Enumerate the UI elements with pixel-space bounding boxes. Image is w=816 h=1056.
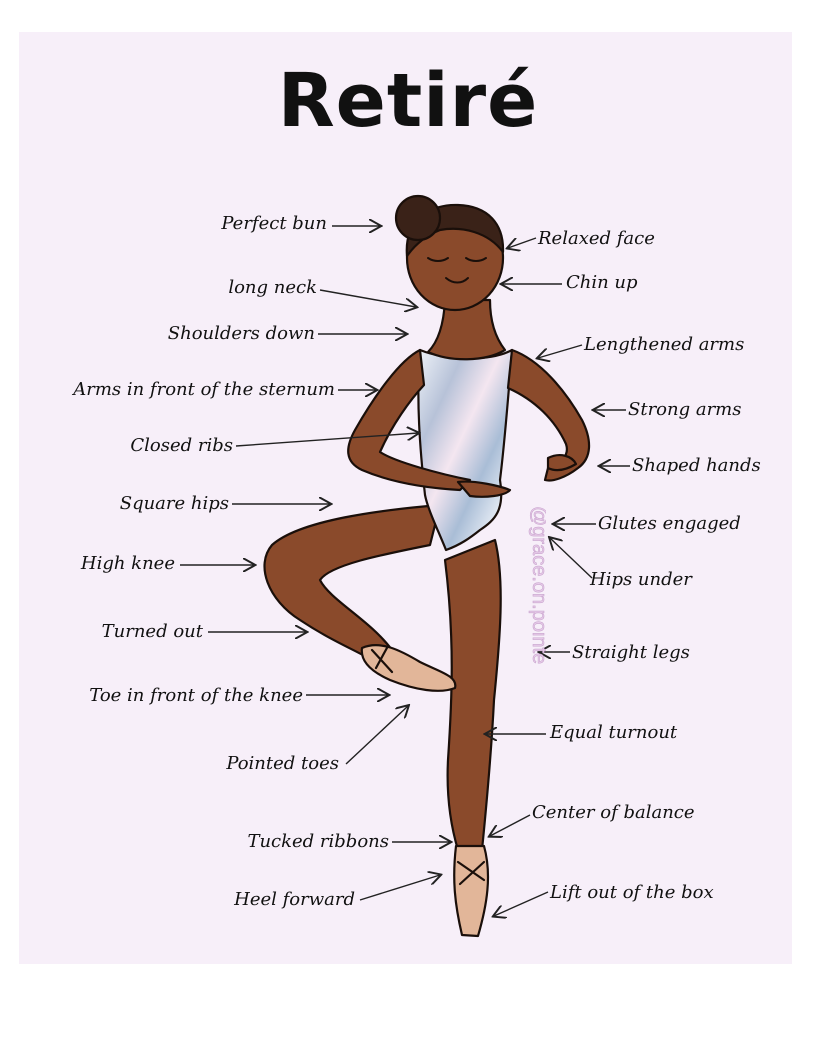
svg-text:@grace.on.pointe: @grace.on.pointe — [528, 506, 546, 664]
neck — [426, 298, 507, 361]
watermark: @grace.on.pointe — [528, 506, 546, 664]
bun — [394, 194, 442, 242]
page-title: Retiré — [277, 58, 539, 144]
label-square-hips: Square hips — [119, 493, 229, 514]
label-toe-front: Toe in front of the knee — [89, 685, 303, 706]
label-relaxed-face: Relaxed face — [538, 228, 655, 249]
label-turned-out: Turned out — [101, 621, 203, 642]
working-leg — [263, 503, 442, 662]
label-high-knee: High knee — [80, 553, 175, 574]
label-equal-turnout: Equal turnout — [550, 722, 678, 743]
pointe-shoe-standing — [453, 844, 490, 938]
label-pointed-toes: Pointed toes — [226, 753, 339, 774]
label-glutes-engaged: Glutes engaged — [598, 513, 741, 534]
label-long-neck: long neck — [228, 277, 317, 298]
label-heel-forward: Heel forward — [234, 889, 355, 910]
label-chin-up: Chin up — [566, 272, 638, 293]
poster-background — [19, 32, 792, 964]
label-straight-legs: Straight legs — [572, 642, 690, 663]
hand-right — [546, 454, 578, 472]
label-center-balance: Center of balance — [532, 802, 695, 823]
label-tucked-ribbons: Tucked ribbons — [247, 831, 389, 852]
label-shoulders-down: Shoulders down — [167, 323, 315, 344]
label-arms-front: Arms in front of the sternum — [73, 379, 335, 400]
label-closed-ribs: Closed ribs — [130, 435, 233, 456]
right-arm — [506, 348, 591, 482]
label-hips-under: Hips under — [590, 569, 692, 590]
pointe-shoe-working — [360, 644, 457, 692]
label-lift-out: Lift out of the box — [550, 882, 714, 903]
hand-left — [456, 480, 512, 498]
label-strong-arms: Strong arms — [628, 399, 742, 420]
label-shaped-hands: Shaped hands — [632, 455, 761, 476]
label-perfect-bun: Perfect bun — [221, 213, 327, 234]
left-arm — [347, 348, 472, 492]
label-lengthened-arms: Lengthened arms — [584, 334, 745, 355]
